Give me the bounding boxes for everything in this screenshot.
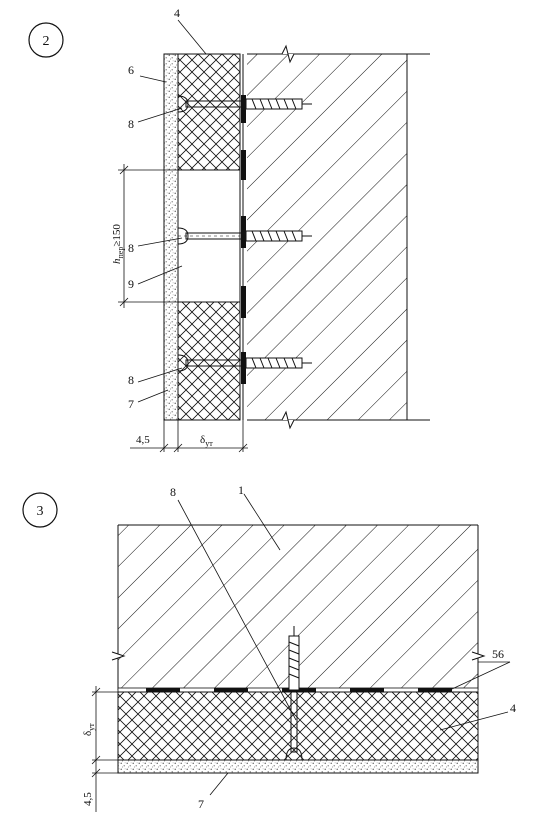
insulation-fig3 — [117, 691, 479, 761]
dim-insulation-fig2: δут — [200, 434, 213, 448]
leader-lines-fig3 — [177, 493, 511, 796]
dim-plaster-fig3: 4,5 — [82, 792, 94, 806]
label-dowel-top: 8 — [128, 117, 134, 131]
figure-2: 2 — [28, 6, 430, 453]
dim-plaster-fig2: 4,5 — [136, 434, 150, 446]
dowel-anchor-middle — [177, 227, 312, 245]
label-slab-fig3: 1 — [238, 483, 244, 497]
figure-3: 3 — [22, 483, 516, 812]
break-mark-bottom — [281, 410, 295, 430]
plaster-layer — [163, 53, 179, 421]
label-insulation-fig3: 4 — [510, 701, 516, 715]
label-glue-fig3: 56 — [492, 647, 504, 661]
dowel-anchor-bottom — [177, 354, 312, 372]
label-dowel-middle: 8 — [128, 241, 134, 255]
figure-3-number: 3 — [37, 504, 44, 519]
slab-break-right — [471, 651, 486, 661]
insulation-upper — [177, 53, 241, 171]
label-insulation-fig2: 4 — [174, 6, 180, 20]
label-fire-break: 9 — [128, 277, 134, 291]
slab-break-left — [111, 651, 126, 661]
h-dimension-label: hпер≥150 — [111, 224, 125, 264]
figure-3-number-circle — [22, 492, 58, 528]
figure-2-number-circle — [28, 22, 64, 58]
label-dowel-fig3: 8 — [170, 485, 176, 499]
dim-insulation-fig3: δут — [82, 723, 96, 736]
dowel-anchor-top — [177, 95, 312, 113]
break-mark-top — [281, 44, 295, 64]
bottom-dimension-fig2 — [130, 420, 248, 453]
label-plaster-fig2: 6 — [128, 63, 134, 77]
label-dowel-bottom: 8 — [128, 373, 134, 387]
h-dimension — [118, 164, 178, 308]
leader-lines-fig2 — [137, 19, 207, 403]
figure-2-number: 2 — [43, 34, 50, 49]
left-dimension-fig3 — [91, 686, 118, 812]
label-mesh-fig2: 7 — [128, 397, 134, 411]
plaster-fig3 — [117, 759, 479, 774]
glue-spots — [241, 95, 246, 384]
label-mesh-fig3: 7 — [198, 797, 204, 811]
insulation-lower — [177, 301, 241, 421]
dowel-anchor-fig3 — [285, 626, 303, 761]
